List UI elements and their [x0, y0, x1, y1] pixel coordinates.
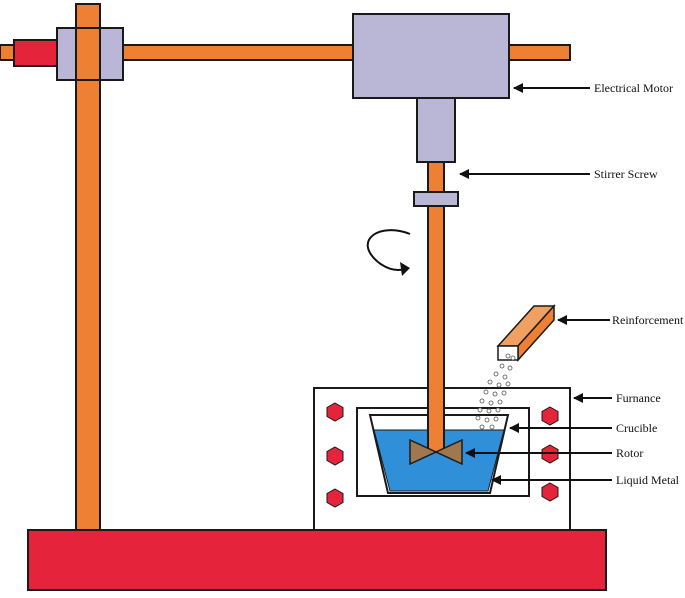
reinforcement-particles [475, 353, 516, 430]
label-furnace: Furnance [616, 391, 661, 405]
electrical-motor [352, 13, 510, 99]
label-liquid-metal: Liquid Metal [616, 473, 680, 487]
label-stirrer-screw: Stirrer Screw [594, 167, 658, 181]
stand-pole [75, 3, 101, 531]
rotor-blade-left [409, 438, 438, 466]
arm-knob [13, 39, 63, 67]
label-rotor: Rotor [616, 446, 643, 460]
stand-pole-through-clamp [75, 27, 101, 81]
base-platform [27, 529, 607, 591]
motor-neck [416, 97, 456, 163]
label-electrical-motor: Electrical Motor [594, 81, 673, 95]
hexagon-bolt-icon [326, 402, 344, 422]
rotor [409, 438, 463, 466]
furnace-bolts [326, 402, 559, 508]
liquid-metal [373, 429, 505, 492]
hexagon-bolt-icon [326, 446, 344, 466]
reinforcement-dispenser [496, 304, 556, 362]
hexagon-bolt-icon [541, 482, 559, 502]
label-crucible: Crucible [616, 421, 657, 435]
rotor-blade-right [434, 438, 463, 466]
curved-arrow-icon [366, 229, 411, 276]
hexagon-bolt-icon [326, 488, 344, 508]
hexagon-bolt-icon [541, 406, 559, 426]
shaft-coupling [413, 191, 459, 207]
label-reinforcement: Reinforcement [612, 313, 684, 327]
